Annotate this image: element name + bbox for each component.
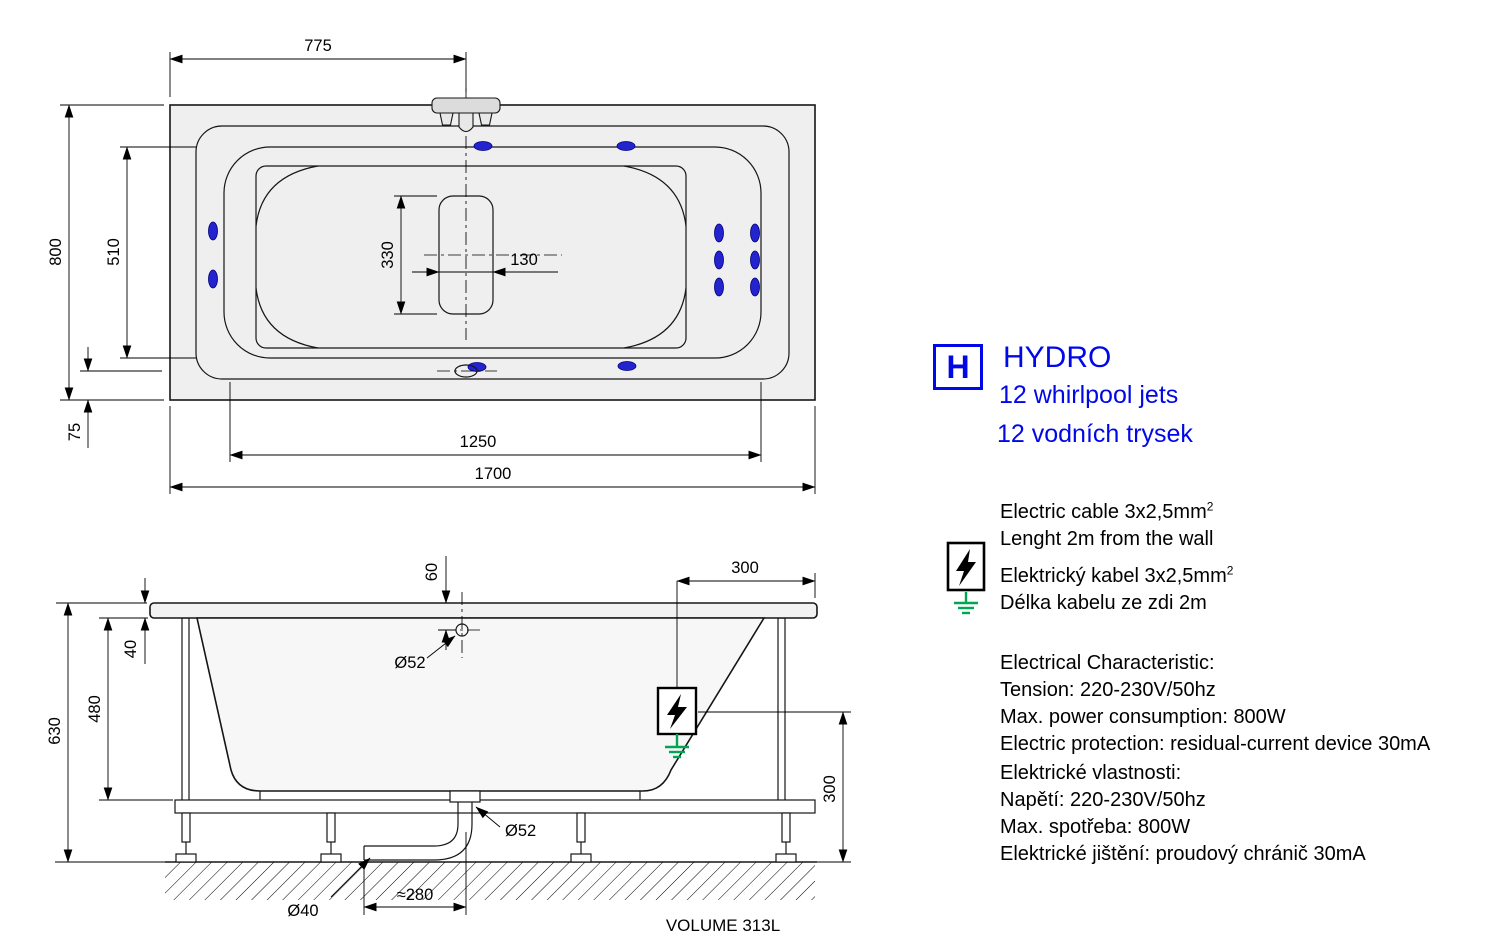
corner-seat-tl: [255, 165, 319, 227]
tub-basin-section: [196, 617, 766, 792]
whirlpool-jet: [617, 361, 637, 371]
dim-label-130: 130: [510, 251, 538, 269]
technical-drawing: 775 800 510 75 330 130: [46, 37, 851, 935]
faucet: [431, 97, 501, 133]
tub-rim-inner: [195, 125, 790, 380]
electrical-cz-protection: Elektrické jištění: proudový chránič 30m…: [1000, 843, 1366, 865]
cable-spec-cz-line1: Elektrický kabel 3x2,5mm2: [1000, 563, 1234, 588]
electrical-characteristics-en: Electrical Characteristic: Tension: 220-…: [1000, 650, 1430, 758]
dim-label-630: 630: [46, 717, 64, 745]
hydro-logo-letter: H: [946, 349, 970, 385]
basin-edge: [223, 146, 762, 359]
whirlpool-jet: [750, 250, 760, 270]
ground-symbol-icon: [954, 592, 978, 615]
faucet-spout: [458, 112, 474, 133]
electrical-en-title: Electrical Characteristic:: [1000, 652, 1215, 674]
frame-leg: [175, 812, 197, 863]
product-name: HYDRO: [1003, 341, 1112, 374]
whirlpool-jet: [473, 141, 493, 151]
whirlpool-jets: [208, 141, 760, 372]
whirlpool-jet: [750, 277, 760, 297]
corner-seat-tr: [623, 165, 687, 227]
cable-spec-cz-line2: Délka kabelu ze zdi 2m: [1000, 592, 1207, 614]
cable-spec-en-line2: Lenght 2m from the wall: [1000, 528, 1214, 550]
tub-rim-section: [149, 602, 818, 619]
dim-label-60: 60: [423, 563, 441, 581]
dim-label-800: 800: [47, 238, 65, 266]
frame-upright-right: [777, 617, 786, 804]
dim-label-d40: Ø40: [287, 902, 318, 920]
frame-leg: [320, 812, 342, 863]
cable-spec-en-line1: Electric cable 3x2,5mm2: [1000, 499, 1214, 524]
cable-spec-en-sup: 2: [1206, 499, 1214, 514]
dim-label-40: 40: [122, 640, 140, 658]
dim-label-280: ≈280: [397, 886, 434, 904]
dim-label-d52-overflow: Ø52: [394, 654, 425, 672]
dim-label-510: 510: [105, 238, 123, 266]
electric-cable-icon: [946, 541, 986, 615]
frame-upright-left: [181, 617, 190, 804]
frame-rail: [174, 799, 816, 814]
basin-floor: [255, 165, 687, 349]
top-view-dimensions: 775 800 510 75 330 130: [47, 37, 816, 494]
hydro-logo: H: [933, 344, 983, 390]
electrical-en-protection: Electric protection: residual-current de…: [1000, 733, 1431, 755]
electric-box-side: [656, 686, 698, 759]
top-view: [169, 88, 816, 401]
lightning-bolt-icon: [956, 549, 976, 586]
cable-spec-en-text: Electric cable 3x2,5mm: [1000, 501, 1207, 523]
electrical-cz-tension: Napětí: 220-230V/50hz: [1000, 789, 1206, 811]
whirlpool-jet: [208, 269, 218, 289]
lightning-bolt-icon: [667, 694, 687, 729]
whirlpool-jet: [714, 223, 724, 243]
faucet-handle-left: [439, 112, 454, 126]
dim-label-330: 330: [379, 241, 397, 269]
electrical-cz-title: Elektrické vlastnosti:: [1000, 762, 1182, 784]
dim-label-300-right: 300: [821, 775, 839, 803]
faucet-handle-right: [478, 112, 493, 126]
corner-seat-br: [623, 287, 687, 349]
dim-label-75: 75: [66, 423, 84, 441]
whirlpool-jet: [714, 250, 724, 270]
feature-line-en: 12 whirlpool jets: [999, 381, 1179, 409]
dim-label-d52-drain: Ø52: [505, 822, 536, 840]
electrical-characteristics-cz: Elektrické vlastnosti: Napětí: 220-230V/…: [1000, 760, 1366, 868]
dim-label-775: 775: [304, 37, 332, 55]
cable-spec-cz-text: Elektrický kabel 3x2,5mm: [1000, 565, 1227, 587]
side-view-dimensions: 630 480 40 60 Ø52 300 300: [46, 556, 851, 920]
corner-seat-bl: [255, 287, 319, 349]
dim-label-1700: 1700: [475, 465, 512, 483]
electrical-en-power: Max. power consumption: 800W: [1000, 706, 1286, 728]
faucet-plate: [431, 97, 501, 114]
ground-hatch: [165, 862, 815, 900]
drain-fitting: [449, 790, 481, 803]
frame-leg: [570, 812, 592, 863]
support-frame: [174, 617, 816, 863]
whirlpool-jet: [616, 141, 636, 151]
feature-line-cz: 12 vodních trysek: [997, 420, 1193, 448]
cable-spec-cz-sup: 2: [1226, 563, 1234, 578]
dim-label-480: 480: [86, 695, 104, 723]
side-view: [55, 581, 851, 900]
whirlpool-jet: [208, 221, 218, 241]
electrical-en-tension: Tension: 220-230V/50hz: [1000, 679, 1216, 701]
volume-label: VOLUME 313L: [666, 916, 780, 935]
ground-symbol-icon: [665, 734, 689, 759]
electrical-cz-power: Max. spotřeba: 800W: [1000, 816, 1191, 838]
dim-label-1250: 1250: [460, 433, 497, 451]
dim-label-300-top: 300: [731, 559, 759, 577]
whirlpool-jet: [714, 277, 724, 297]
whirlpool-jet: [750, 223, 760, 243]
frame-leg: [775, 812, 797, 863]
